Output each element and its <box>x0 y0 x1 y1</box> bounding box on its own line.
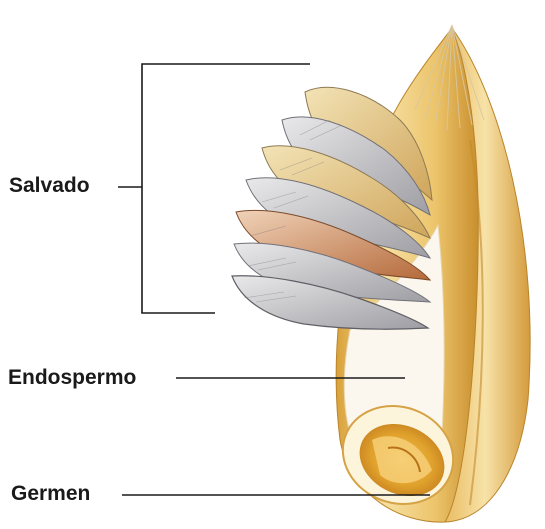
bran-label: Salvado <box>9 175 90 196</box>
bran-layers <box>232 87 432 329</box>
endosperm-label: Endospermo <box>8 367 136 388</box>
germ-label: Germen <box>11 483 90 504</box>
